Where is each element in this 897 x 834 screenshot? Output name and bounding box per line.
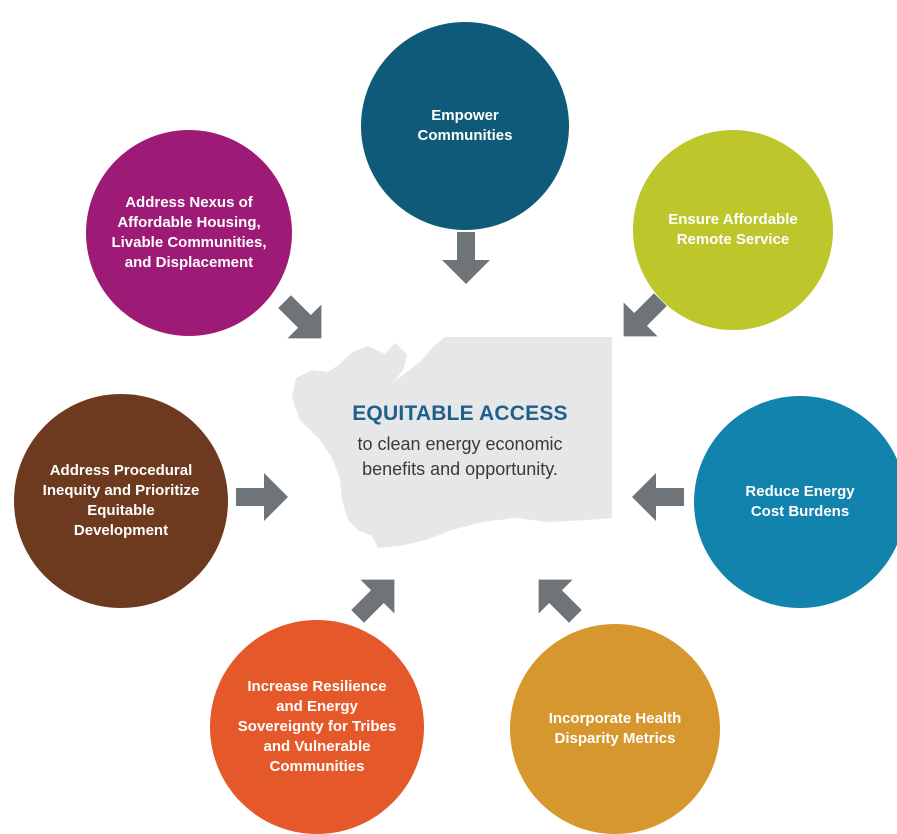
node-label-line: Affordable Housing, <box>117 214 261 231</box>
node-empower-communities: Empower Communities <box>361 22 569 230</box>
node-increase-resilience-energy-sovereignty: Increase Resilience and Energy Sovereign… <box>210 620 424 834</box>
arrow-down-left-from-remote <box>623 293 667 337</box>
node-label-line: Communities <box>269 758 365 775</box>
node-reduce-energy-cost-burdens: Reduce Energy Cost Burdens <box>694 396 897 608</box>
node-label-line: and Vulnerable <box>263 738 371 755</box>
arrow-down-right-from-housing <box>278 295 322 339</box>
node-label-line: Cost Burdens <box>750 503 850 520</box>
center-title: EQUITABLE ACCESS <box>352 402 568 425</box>
washington-state-map <box>292 337 612 548</box>
node-ensure-affordable-remote-service: Ensure Affordable Remote Service <box>633 130 833 330</box>
arrow-group <box>236 232 684 623</box>
node-label-line: Inequity and Prioritize <box>42 482 200 499</box>
center-subtitle-line-2: benefits and opportunity. <box>362 459 558 479</box>
node-address-nexus-affordable-housing: Address Nexus of Affordable Housing, Liv… <box>86 130 292 336</box>
node-label-line: Reduce Energy <box>745 483 855 500</box>
node-label-line: Incorporate Health <box>548 710 682 727</box>
node-label-line: Ensure Affordable <box>668 211 798 228</box>
node-label-line: Increase Resilience <box>247 678 387 695</box>
node-address-procedural-inequity: Address Procedural Inequity and Prioriti… <box>14 394 228 608</box>
arrow-left-from-energy-cost <box>632 473 684 521</box>
node-label-line: Development <box>73 522 169 539</box>
arrow-right-from-procedural <box>236 473 288 521</box>
node-incorporate-health-disparity-metrics: Incorporate Health Disparity Metrics <box>510 624 720 834</box>
node-label-line: Remote Service <box>676 231 790 248</box>
node-label-line: Communities <box>417 127 513 144</box>
center-subtitle: to clean energy economic benefits and op… <box>310 432 610 482</box>
node-label-line: and Energy <box>276 698 358 715</box>
center-label: EQUITABLE ACCESS to clean energy economi… <box>310 402 610 482</box>
center-subtitle-line-1: to clean energy economic <box>357 434 563 454</box>
arrow-up-left-from-health <box>538 579 582 623</box>
node-label-line: Disparity Metrics <box>554 730 676 747</box>
node-label-line: Sovereignty for Tribes <box>237 718 397 735</box>
node-label-line: Address Procedural <box>49 462 193 479</box>
node-label-line: Equitable <box>87 502 155 519</box>
arrow-up-right-from-resilience <box>351 579 395 623</box>
node-label-line: and Displacement <box>124 254 254 271</box>
node-label-line: Livable Communities, <box>111 234 267 251</box>
node-label-line: Address Nexus of <box>125 194 253 211</box>
arrow-down-from-empower <box>442 232 490 284</box>
node-label-line: Empower <box>431 107 499 124</box>
